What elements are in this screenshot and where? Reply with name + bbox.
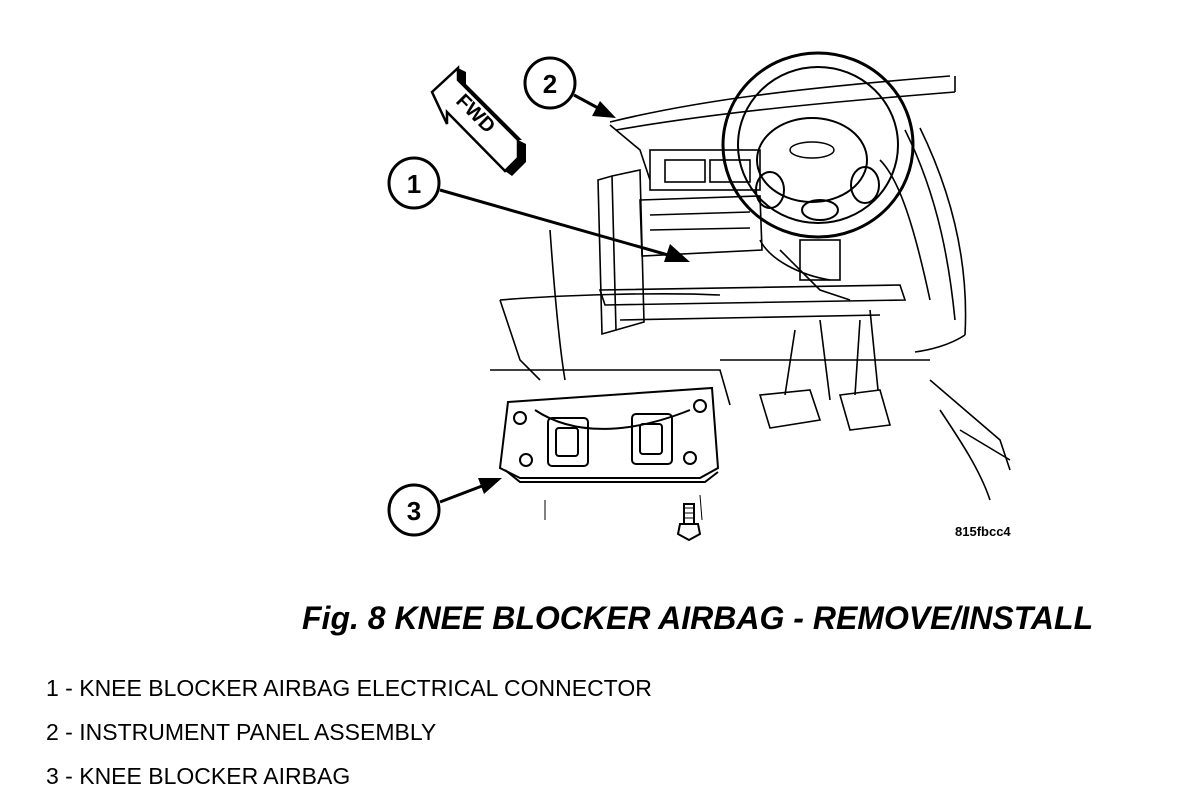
figure-code: 815fbcc4 [955, 524, 1011, 539]
fwd-arrow-icon: FWD [430, 65, 526, 176]
instrument-panel-drawing [490, 75, 1011, 501]
figure-illustration: FWD [387, 51, 1011, 542]
legend-list: 1 - KNEE BLOCKER AIRBAG ELECTRICAL CONNE… [46, 676, 652, 808]
callout-3: 3 [387, 478, 502, 537]
callout-1-number: 1 [407, 169, 421, 199]
callout-2-number: 2 [543, 69, 557, 99]
legend-item: 2 - INSTRUMENT PANEL ASSEMBLY [46, 719, 437, 745]
figure-caption: Fig. 8 KNEE BLOCKER AIRBAG - REMOVE/INST… [302, 600, 1094, 636]
callout-2: 2 [523, 56, 616, 118]
knee-blocker-airbag-drawing [498, 386, 720, 542]
steering-wheel-drawing [721, 51, 915, 239]
bolt-icon [676, 503, 702, 542]
callout-3-number: 3 [407, 496, 421, 526]
legend-item: 3 - KNEE BLOCKER AIRBAG [46, 763, 351, 789]
legend-item: 1 - KNEE BLOCKER AIRBAG ELECTRICAL CONNE… [46, 675, 652, 701]
callout-1: 1 [387, 156, 690, 262]
